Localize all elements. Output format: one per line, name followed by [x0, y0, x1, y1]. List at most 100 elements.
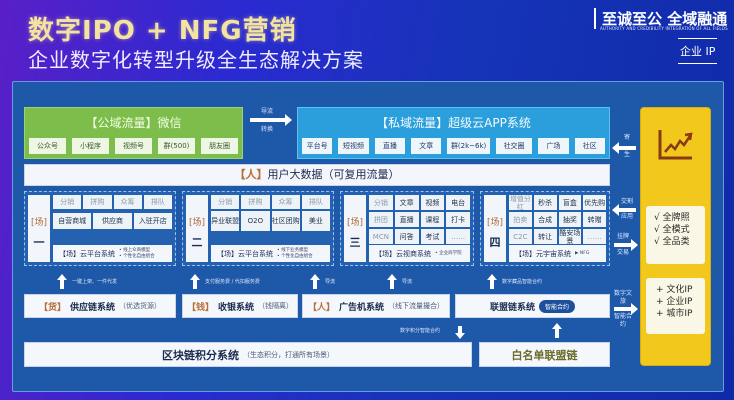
scene-cell: 众筹	[271, 195, 300, 209]
scene-cell: 排队	[301, 195, 330, 209]
left-arrow-icon	[612, 142, 636, 154]
public-item: 小程序	[72, 138, 109, 154]
scene-label: [场]四	[484, 195, 506, 262]
scene-cell: 增值分红	[509, 194, 532, 211]
brand-slogan: 至诚至公 全域融通	[594, 8, 727, 29]
down-arrow-label: 数字积分智能合约	[400, 328, 441, 334]
scene-cell: 电台	[446, 195, 470, 210]
public-traffic-title: 【公域流量】微信	[85, 116, 182, 130]
public-item: 群(500)	[158, 138, 195, 154]
scene-cell: 众筹	[113, 195, 142, 209]
up-arrow-label: 导流	[402, 279, 413, 285]
up-arrow-icon	[387, 274, 397, 289]
scene-cell: ……	[446, 229, 470, 244]
public-item: 视频号	[115, 138, 152, 154]
scene-cell: 课程	[420, 212, 445, 227]
public-item: 公众号	[29, 138, 66, 154]
private-item: 平台号	[302, 138, 333, 154]
private-item: 社交圈	[495, 138, 533, 154]
subtitle: 企业数字化转型升级全生态解决方案	[28, 48, 364, 72]
ad-machine-system: 【人】广告机系统（线下流量撮合）	[302, 294, 450, 318]
up-arrow-icon	[310, 274, 320, 289]
features-card: √ 全牌照 √ 全模式 √ 全品类	[646, 206, 705, 264]
scene-cell: 自营商城	[53, 213, 92, 229]
scene-cell: 合成	[533, 212, 557, 227]
up-arrow-label: 导流	[325, 279, 336, 285]
down-arrow-icon	[455, 326, 465, 339]
user-data-text: 用户大数据（可复用流量）	[267, 168, 400, 181]
left-arrow-icon	[612, 204, 636, 216]
scene-cell: 打卡	[446, 212, 470, 227]
private-item: 文章	[411, 138, 442, 154]
scene-cell: 排队	[143, 195, 172, 209]
private-item: 群(2k~6k)	[447, 138, 490, 154]
scene-1: [场]一 分销 拼购 众筹 排队 自营商城 供应商 入驻开店 【场】云平台系统•…	[24, 191, 176, 266]
cashier-system: 【钱】收银系统（钱隔离）	[182, 294, 298, 318]
main-title: 数字IPO + NFG营销	[28, 16, 297, 46]
scene-cell: 供应商	[93, 213, 132, 229]
right-arrow-icon	[614, 239, 638, 251]
right-arrow-icon	[614, 303, 638, 315]
scene-cell: 拍卖	[509, 212, 532, 227]
supply-chain-system: 【货】供应链系统（优选货源）	[24, 294, 176, 318]
scene-cell: 转让	[533, 229, 557, 244]
private-traffic-title: 【私域流量】超级云APP系统	[376, 116, 531, 130]
scene-4: [场]四 增值分红 秒杀 盲盒 优先购 拍卖 合成 抽奖 转赠 C2C 转让 酷…	[480, 191, 610, 266]
up-arrow-icon	[552, 323, 562, 338]
scene-2: [场]二 分销 拼购 众筹 排队 异业联盟 O2O 社区团购 美业 【场】云平台…	[182, 191, 334, 266]
trade-apply-top: 交割	[620, 198, 633, 205]
growth-chart-icon	[658, 130, 693, 160]
scene-system: 【场】元宇宙系统▶ NFG	[509, 245, 606, 262]
scene-cell: 分销	[369, 195, 393, 210]
scene-cell: 拼团	[369, 212, 393, 227]
up-arrow-icon	[487, 274, 497, 289]
ip-card: + 文化IP + 企业IP + 城市IP	[646, 278, 705, 334]
scene-cell: MCN	[369, 229, 393, 244]
scene-cell: 社区团购	[271, 211, 300, 231]
scene-cell: ……	[583, 229, 606, 244]
scene-cell: 异业联盟	[211, 211, 240, 231]
alliance-chain-system: 联盟链系统智能合约	[455, 294, 610, 318]
scene-cell: 抽奖	[558, 212, 582, 227]
user-data-bar: 【人】用户大数据（可复用流量）	[24, 164, 610, 186]
digital-contract-top: 数字文旅	[613, 290, 632, 305]
private-item: 短视频	[338, 138, 369, 154]
public-traffic-block: 【公域流量】微信 公众号 小程序 视频号 群(500) 朋友圈	[24, 107, 243, 159]
scene-cell: 酷安场景	[558, 228, 582, 245]
flow-label-top: 导流	[260, 108, 273, 115]
up-arrow-icon	[190, 274, 200, 289]
smart-contract-pill: 智能合约	[539, 299, 576, 313]
scene-system: 【场】云视商系统• 企业商学院	[369, 245, 470, 262]
scene-cell: 优先购	[583, 195, 606, 210]
scene-label: [场]三	[344, 195, 366, 262]
enterprise-ip-tag: 企业 IP	[678, 38, 718, 64]
blockchain-points-system: 区块链积分系统（生态积分，打通所有场景）	[24, 342, 472, 367]
scene-cell: 美业	[301, 211, 330, 231]
scene-cell: 拼购	[83, 195, 112, 209]
private-item: 直播	[374, 138, 406, 154]
scene-cell: O2O	[241, 211, 270, 231]
up-arrow-label: 一键上架、一件代发	[72, 279, 118, 285]
public-item: 朋友圈	[201, 138, 238, 154]
scene-cell: 转赠	[583, 212, 606, 227]
scene-system: 【场】云平台系统• 线上众商模型• 个性化自由组合	[53, 245, 172, 262]
private-item: 社区	[574, 138, 605, 154]
parasite-label-top: 寄	[623, 134, 630, 141]
digital-contract-bottom: 智能合约	[613, 313, 632, 328]
scene-cell: 文章	[394, 195, 419, 210]
scene-cell: 入驻开店	[133, 213, 172, 229]
up-arrow-icon	[57, 274, 67, 289]
whitelist-chain: 白名单联盟链	[479, 342, 610, 367]
scene-cell: 盲盒	[558, 195, 582, 210]
brand-slogan-en: AUTHORITY AND CREDIBILITY INTEGRATION OF…	[600, 26, 728, 31]
up-arrow-label: 支付服务费 / 代扣服务费	[205, 279, 260, 285]
user-data-tag: 【人】	[234, 168, 268, 181]
right-panel: √ 全牌照 √ 全模式 √ 全品类 + 文化IP + 企业IP + 城市IP	[640, 107, 711, 366]
private-traffic-block: 【私域流量】超级云APP系统 平台号 短视频 直播 文章 群(2k~6k) 社交…	[297, 107, 610, 159]
scene-label: [场]一	[28, 195, 50, 262]
scene-3: [场]三 分销 文章 视频 电台 拼团 直播 课程 打卡 MCN 问答 考试 ……	[340, 191, 474, 266]
trade-apply-bottom: 应用	[620, 213, 633, 220]
scene-cell: 拼购	[241, 195, 270, 209]
listing-trade-bottom: 交易	[616, 249, 629, 256]
listing-trade-top: 挂牌	[616, 233, 629, 240]
